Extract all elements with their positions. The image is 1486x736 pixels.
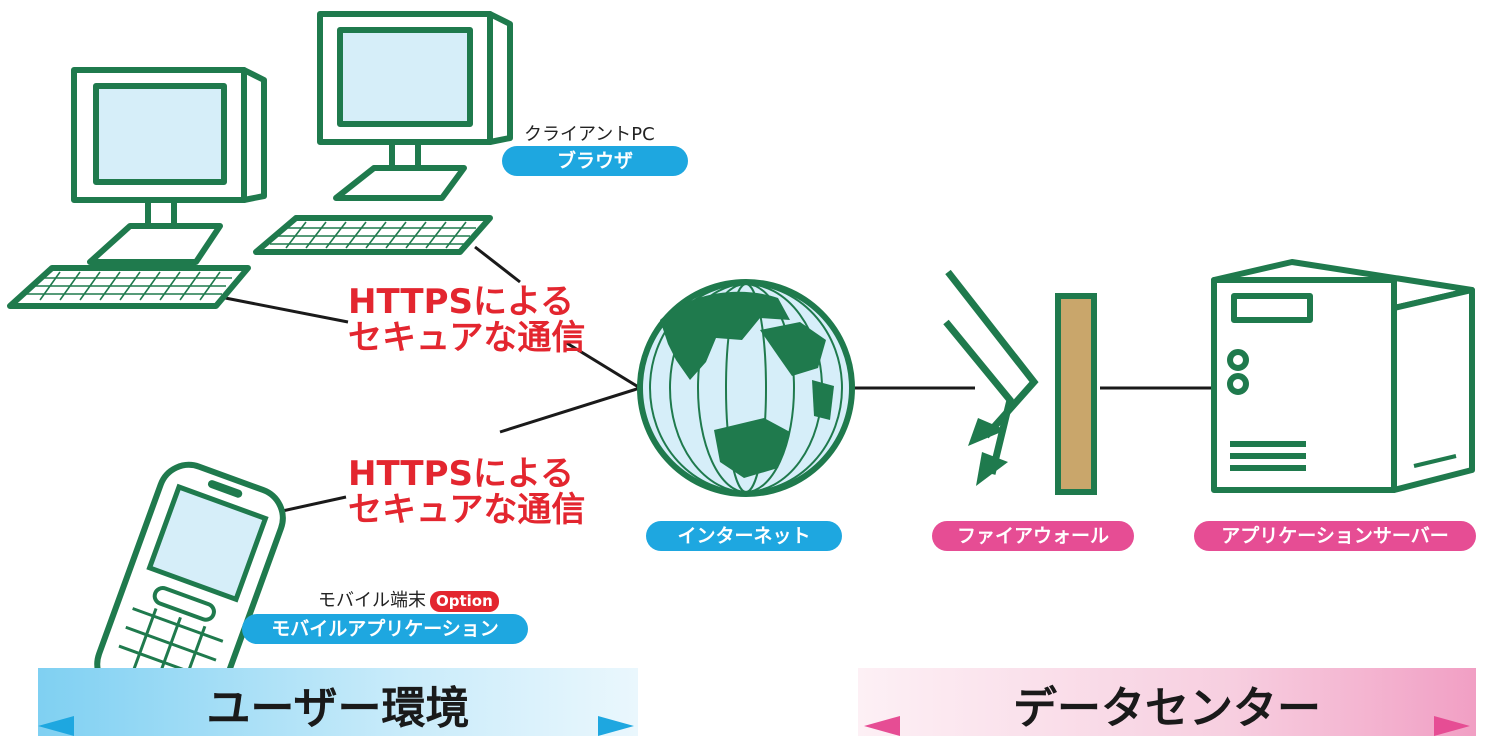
monitor-stand-base <box>87 223 223 265</box>
line-pc1-to-internet <box>214 294 349 324</box>
connection-lines <box>214 245 1212 517</box>
zone-user-arrow-right <box>598 716 634 736</box>
monitor-screen <box>93 83 227 185</box>
https-label-lower: HTTPSによる セキュアな通信 <box>348 456 585 528</box>
mobile-app-pill: モバイルアプリケーション <box>242 614 528 644</box>
arrowhead-lower <box>976 452 1008 486</box>
firewall-wall <box>1055 293 1097 495</box>
mobile-caption-text: モバイル端末 <box>318 590 426 611</box>
application-server <box>1211 259 1475 493</box>
client-pc-caption: クライアントPC <box>524 124 655 145</box>
keyboard-grid-right <box>270 221 476 249</box>
app-server-pill: アプリケーションサーバー <box>1194 521 1476 551</box>
client-pc-left <box>7 67 267 309</box>
internet-globe <box>637 279 855 497</box>
zone-user-arrow-left <box>38 716 74 736</box>
zone-data-center: データセンター <box>858 668 1476 736</box>
zone-dc-arrow-right <box>1434 716 1470 736</box>
server-led-2 <box>1227 373 1249 395</box>
browser-pill: ブラウザ <box>502 146 688 176</box>
arrow-lower <box>943 319 1014 475</box>
firewall-graphic <box>943 269 1097 495</box>
line-pc2-to-label <box>474 245 521 284</box>
monitor-screen <box>337 27 473 127</box>
zone-user-environment-title: ユーザー環境 <box>206 683 470 734</box>
https-upper-line2: セキュアな通信 <box>348 318 586 358</box>
line-pc1-seg2 <box>564 340 641 390</box>
line-mobile-to-internet-a <box>499 386 641 434</box>
keyboard-grid-left <box>24 271 232 301</box>
https-lower-line2: セキュアな通信 <box>348 490 586 530</box>
server-drive-slot <box>1231 293 1313 323</box>
arrow-upper <box>945 269 1039 439</box>
keyboard <box>253 215 493 255</box>
client-pc-right <box>253 11 513 255</box>
zone-user-environment: ユーザー環境 <box>38 668 638 736</box>
https-lower-line1: HTTPSによる <box>348 454 575 494</box>
zone-data-center-title: データセンター <box>1013 683 1321 734</box>
https-label-upper: HTTPSによる セキュアな通信 <box>348 284 585 356</box>
zone-dc-arrow-left <box>864 716 900 736</box>
monitor-stand-base <box>333 165 467 201</box>
https-upper-line1: HTTPSによる <box>348 282 575 322</box>
server-led-1 <box>1227 349 1249 371</box>
internet-pill: インターネット <box>646 521 842 551</box>
arrowhead-upper <box>968 418 1006 446</box>
firewall-pill: ファイアウォール <box>932 521 1134 551</box>
mobile-phone <box>94 461 286 721</box>
option-badge: Option <box>430 590 499 612</box>
